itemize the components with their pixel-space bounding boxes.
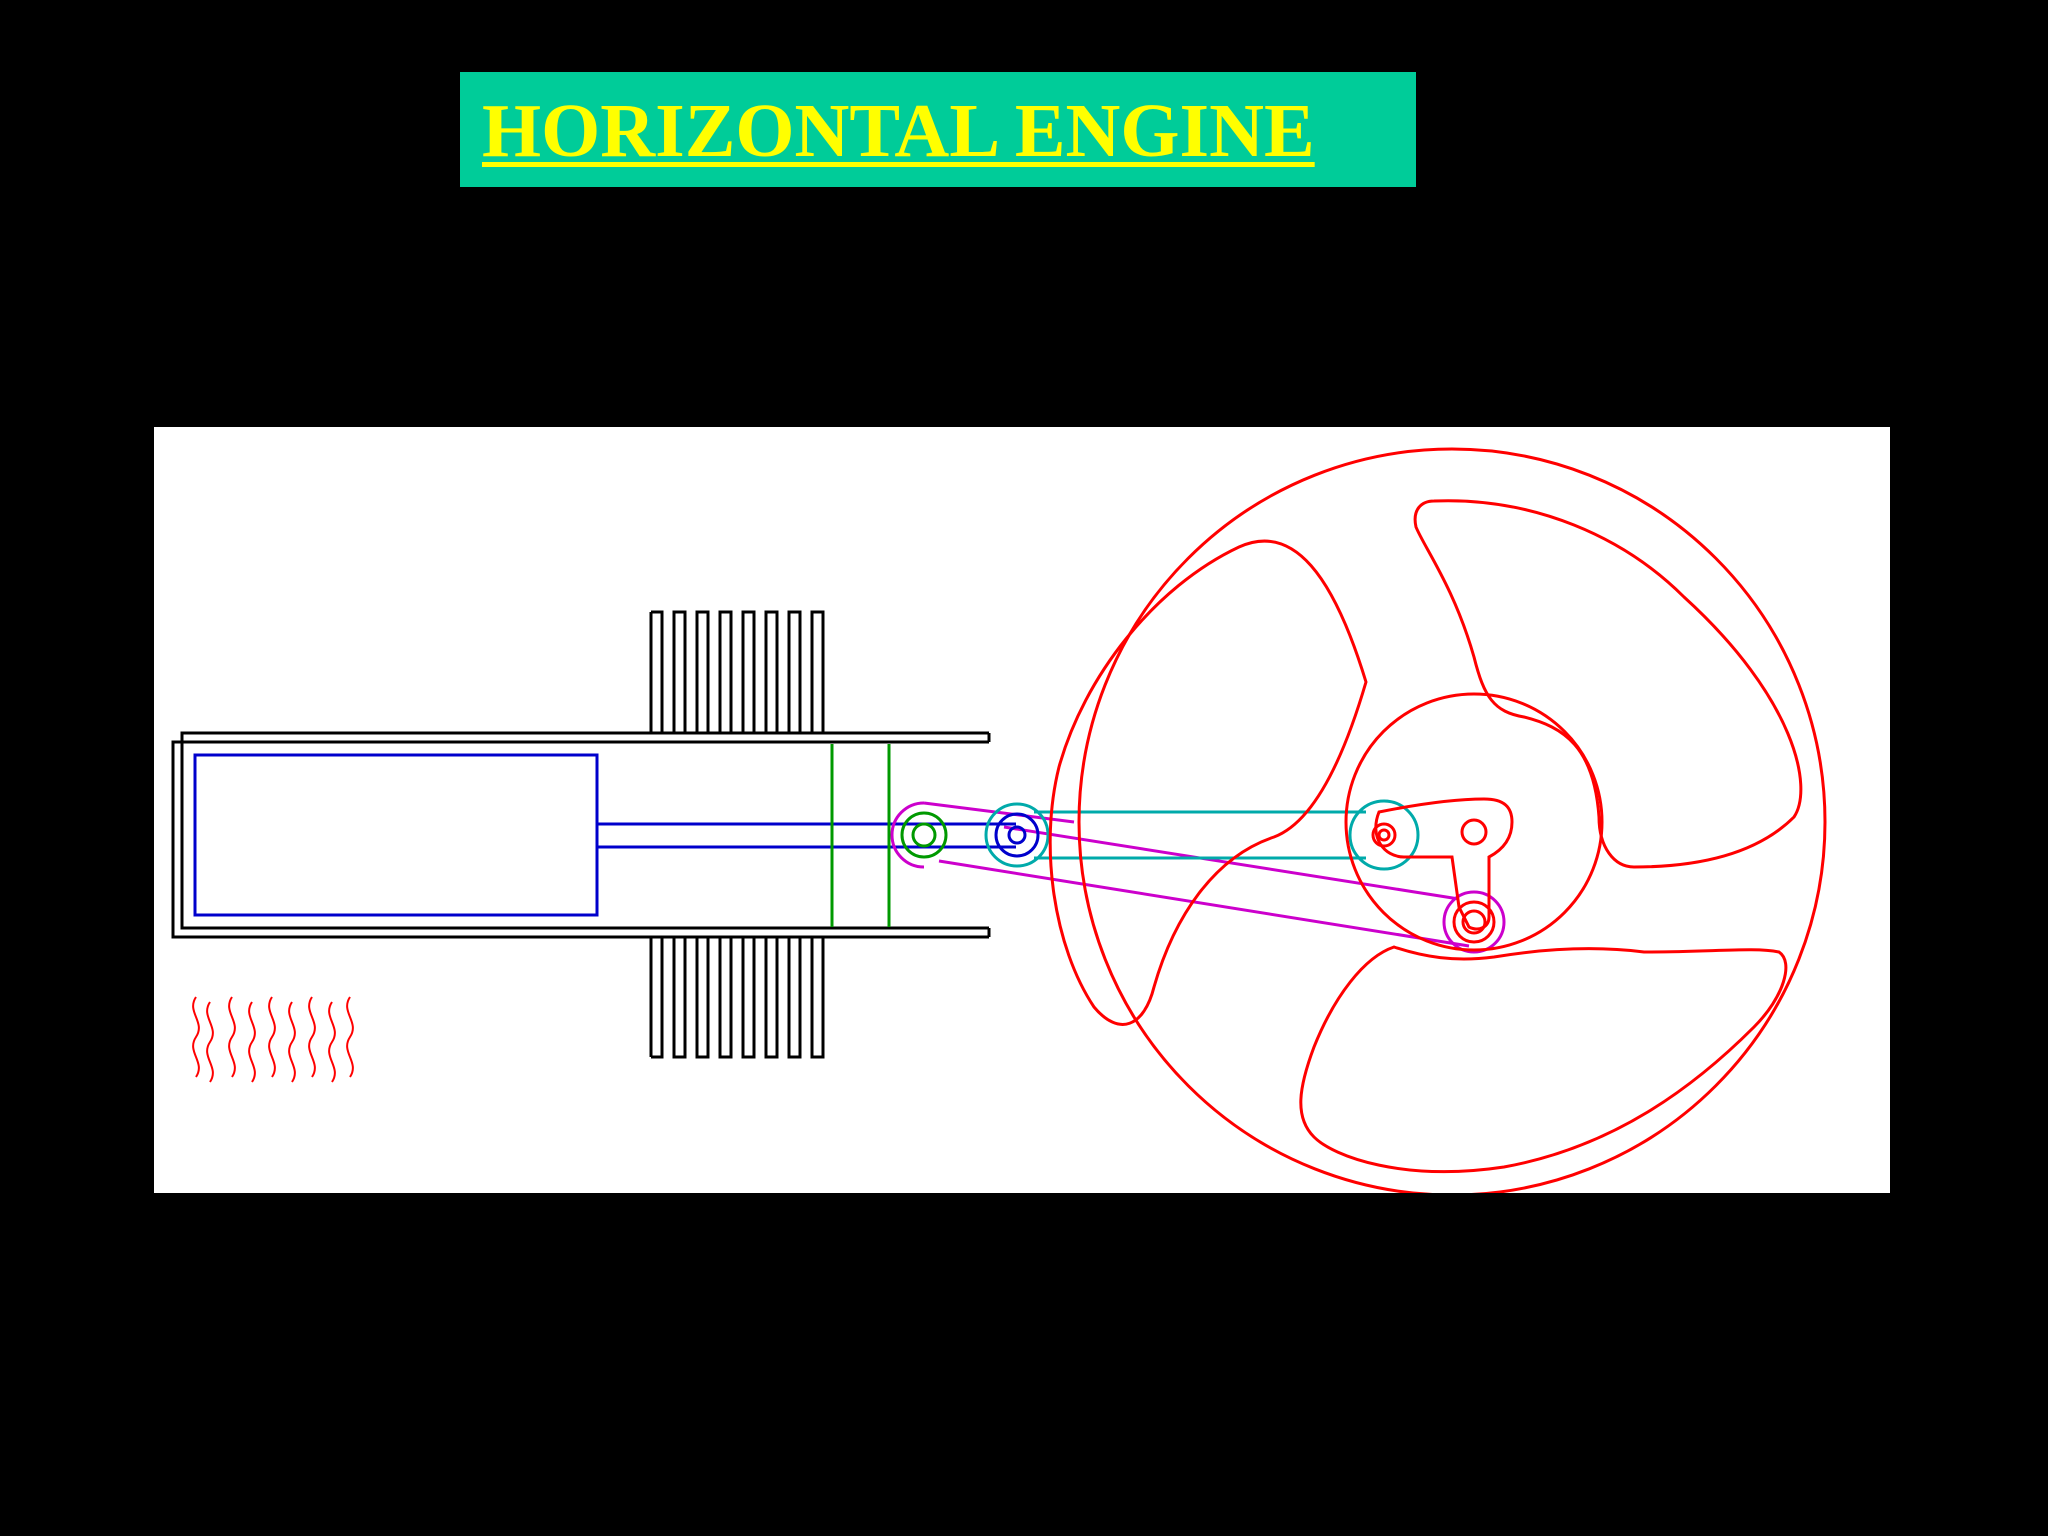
spoke-opening-upper-left bbox=[1048, 539, 1368, 1026]
connecting-rod bbox=[984, 799, 1420, 871]
cooling-fins-top bbox=[649, 610, 825, 735]
eccentric-pin bbox=[1452, 900, 1496, 944]
cylinder-inner-wall bbox=[180, 731, 989, 930]
heat-waves bbox=[192, 996, 354, 1083]
slide-title: HORIZONTAL ENGINE bbox=[482, 89, 1315, 173]
spoke-opening-bottom bbox=[1299, 945, 1788, 1174]
cooling-fins-bottom bbox=[649, 935, 825, 1059]
flywheel-rim-outer bbox=[1077, 447, 1827, 1193]
piston-assembly bbox=[193, 753, 1016, 917]
crank-pin-main bbox=[1371, 822, 1397, 848]
cylinder-outer-wall bbox=[171, 740, 989, 939]
crank-hole bbox=[1460, 818, 1488, 846]
engine-diagram bbox=[171, 447, 1827, 1193]
engine-drawing bbox=[154, 427, 1890, 1193]
flywheel bbox=[192, 447, 1827, 1193]
flywheel-hub bbox=[1344, 692, 1604, 952]
spoke-opening-top-right bbox=[1413, 499, 1803, 869]
piston bbox=[193, 753, 599, 917]
crosshead bbox=[830, 744, 948, 927]
crank-arm bbox=[1374, 797, 1514, 931]
cylinder bbox=[171, 610, 991, 1059]
title-banner: HORIZONTAL ENGINE bbox=[460, 72, 1416, 187]
crosshead-pin bbox=[994, 812, 1040, 858]
